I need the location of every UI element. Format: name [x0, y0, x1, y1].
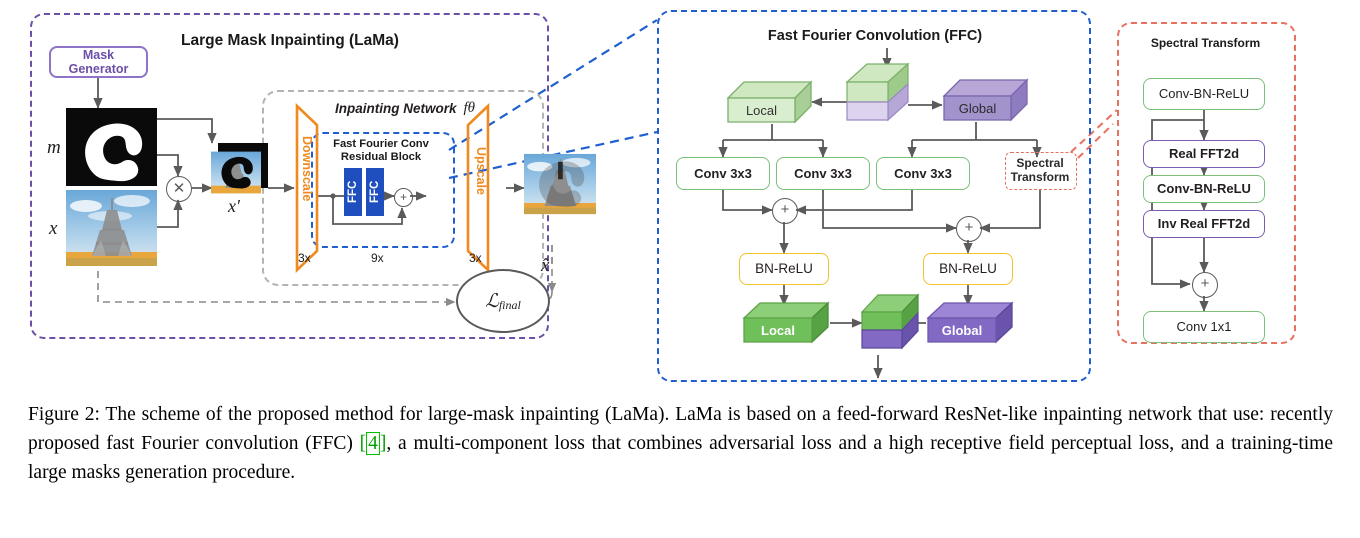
input-image-thumbnail: [66, 190, 157, 266]
citation-open: [: [359, 433, 367, 454]
ffc-block-a: FFC: [344, 168, 362, 216]
spectral-callout-line2: Transform: [1010, 170, 1070, 184]
inpainting-network-title: Inpainting Network fθ: [290, 100, 520, 117]
spectral-add-operator: +: [1192, 272, 1218, 298]
ffc-residual-block-title: Fast Fourier Conv Residual Block: [313, 138, 449, 164]
caption-part2: , a multi-component loss that combines a…: [28, 433, 1333, 483]
caption-part1: The scheme of the proposed method for la…: [28, 404, 1333, 454]
spectral-step-4: Inv Real FFT2d: [1143, 210, 1265, 238]
upscale-multiplier: 3x: [469, 251, 482, 265]
panel-fast-fourier-convolution: [657, 10, 1091, 382]
ffc-block-a-label: FFC: [347, 180, 359, 204]
spectral-step-3: Conv-BN-ReLU: [1143, 175, 1265, 203]
ffc-local-top-label: Local: [745, 102, 778, 118]
output-image-thumbnail: [524, 147, 596, 221]
caption-prefix: Figure 2:: [28, 404, 100, 425]
spectral-title: Spectral Transform: [1150, 36, 1261, 50]
mask-image-thumbnail: [66, 108, 157, 186]
ffc-block-b: FFC: [366, 168, 384, 216]
figure-caption: Figure 2: The scheme of the proposed met…: [28, 400, 1333, 487]
ffc-bn-relu-right: BN-ReLU: [923, 253, 1013, 285]
ffc-add-operator-right: +: [956, 216, 982, 242]
ffc-global-cube-bottom: [926, 301, 1014, 344]
panel-ffc-residual-block: [311, 132, 455, 248]
ffc-conv-box-2: Conv 3x3: [776, 157, 870, 190]
downscale-multiplier: 3x: [298, 251, 311, 265]
spectral-step-5: Conv 1x1: [1143, 311, 1265, 343]
ffc-local-bottom-label: Local: [761, 322, 795, 338]
ffc-global-top-label: Global: [958, 100, 997, 116]
ffc-block-b-label: FFC: [369, 180, 381, 204]
mask-generator-line2: Generator: [68, 62, 129, 76]
ffc-global-cube-top: [942, 78, 1029, 122]
ffc-add-operator-left: +: [772, 198, 798, 224]
ffc-global-bottom-label: Global: [941, 322, 983, 338]
ffc-local-cube-bottom: [742, 301, 830, 344]
ffc-conv-box-3: Conv 3x3: [876, 157, 970, 190]
upscale-label: Upscale: [474, 147, 488, 195]
citation-number: 4: [366, 432, 380, 455]
label-m: m: [47, 137, 61, 158]
upscale-trapezoid: [466, 103, 490, 273]
final-loss-subscript: final: [498, 297, 521, 312]
spectral-callout-line1: Spectral: [1016, 156, 1064, 170]
ffcres-line1: Fast Fourier Conv: [333, 138, 429, 150]
lama-title: Large Mask Inpainting (LaMa): [181, 32, 399, 49]
final-loss-symbol: ℒ: [485, 290, 499, 312]
citation-close: ]: [379, 433, 387, 454]
mask-generator-line1: Mask: [82, 48, 115, 62]
inpainting-network-label: Inpainting Network: [334, 101, 457, 116]
multiply-operator: ✕: [166, 176, 192, 202]
label-x: x: [49, 218, 58, 239]
mask-generator-box: Mask Generator: [49, 46, 148, 78]
residual-add-operator: +: [394, 188, 413, 207]
downscale-label: Downscale: [300, 136, 314, 202]
spectral-step-2: Real FFT2d: [1143, 140, 1265, 168]
ffc-spectral-transform-label: Spectral Transform: [1005, 152, 1075, 188]
ffc-local-cube-top: [726, 80, 813, 124]
ffc-merged-output-cube: [860, 293, 920, 350]
spectral-transform-callout-box: [1005, 152, 1077, 190]
ffc-bn-relu-left: BN-ReLU: [739, 253, 829, 285]
ffc-title: Fast Fourier Convolution (FFC): [767, 28, 983, 44]
ffc-input-cube: [845, 62, 910, 122]
masked-image-thumbnail: [211, 150, 261, 195]
label-x-prime: x′: [228, 196, 240, 216]
label-x-hat: x̂: [541, 255, 550, 276]
panel-spectral-transform: [1117, 22, 1296, 344]
citation-link[interactable]: [4]: [359, 432, 387, 455]
inpainting-network-subscript: fθ: [463, 100, 476, 116]
downscale-trapezoid: [295, 103, 319, 273]
ffcres-line2: Residual Block: [340, 151, 422, 163]
residual-multiplier: 9x: [371, 251, 384, 265]
spectral-step-1: Conv-BN-ReLU: [1143, 78, 1265, 110]
ffc-conv-box-1: Conv 3x3: [676, 157, 770, 190]
